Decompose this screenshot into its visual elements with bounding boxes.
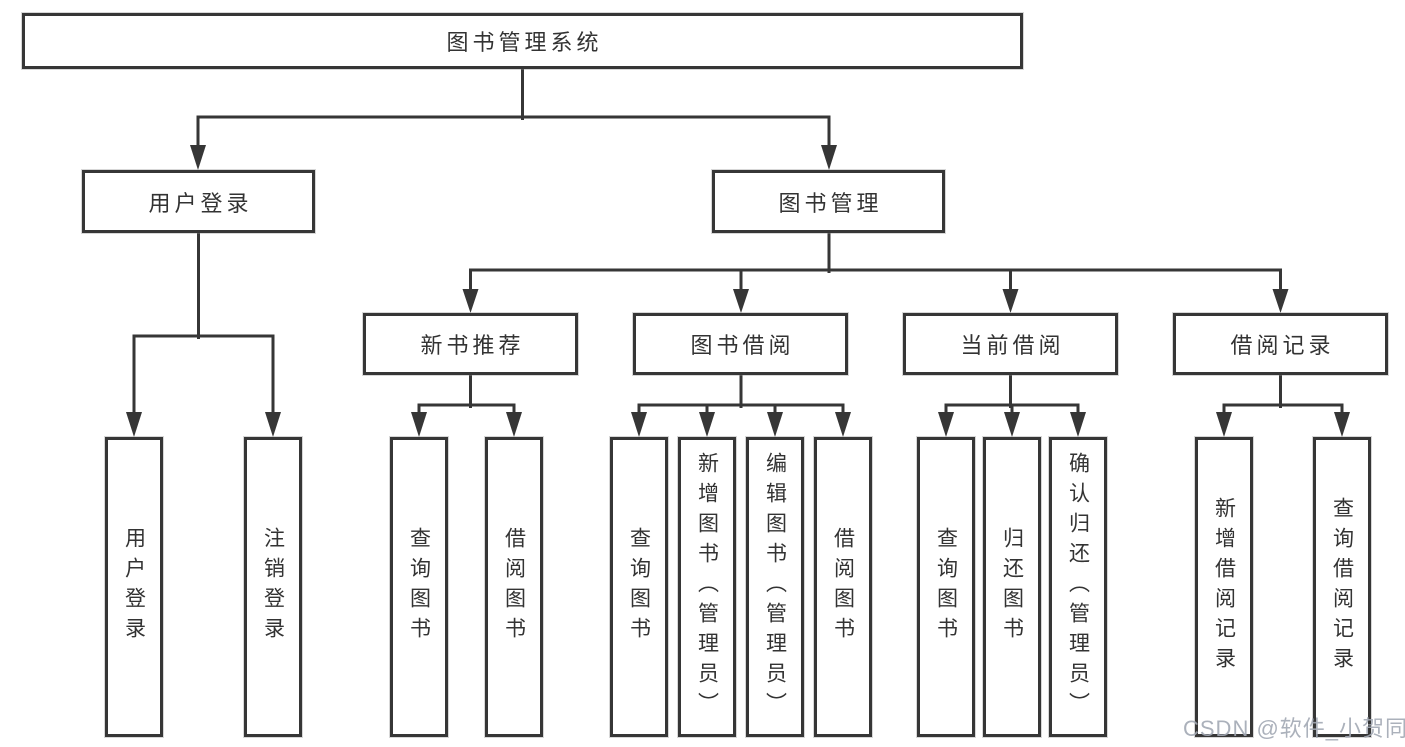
node-new-book-recommend: 新书推荐: [363, 313, 578, 375]
leaf-edit-book-admin: 编辑图书（管理员）: [746, 437, 804, 737]
node-current-borrow: 当前借阅: [903, 313, 1118, 375]
connector-book-borrow: [637, 373, 845, 416]
leaf-borrow-books-recommend: 借阅图书: [485, 437, 543, 737]
leaf-user-login: 用户登录: [105, 437, 163, 737]
leaf-search-books-recommend: 查询图书: [390, 437, 448, 737]
connector-borrow-records: [1222, 373, 1344, 416]
node-book-management: 图书管理: [712, 170, 945, 233]
csdn-watermark: CSDN @软件_小贺同学: [1183, 716, 1405, 741]
leaf-return-book: 归还图书: [983, 437, 1041, 737]
node-borrow-records: 借阅记录: [1173, 313, 1388, 375]
connector-new-book-recommend: [417, 373, 516, 416]
leaf-add-borrow-record: 新增借阅记录: [1195, 437, 1253, 737]
leaf-search-borrow-record: 查询借阅记录: [1313, 437, 1371, 737]
node-user-login: 用户登录: [82, 170, 315, 233]
leaf-search-books-current: 查询图书: [917, 437, 975, 737]
connector-root: [196, 67, 831, 149]
node-book-borrow: 图书借阅: [633, 313, 848, 375]
leaf-add-book-admin: 新增图书（管理员）: [678, 437, 736, 737]
connector-book-management: [469, 231, 1282, 293]
leaf-confirm-return-admin: 确认归还（管理员）: [1049, 437, 1107, 737]
node-root: 图书管理系统: [22, 13, 1023, 69]
connector-current-borrow: [944, 373, 1080, 416]
connector-user-login: [132, 231, 275, 416]
leaf-search-books-borrow: 查询图书: [610, 437, 668, 737]
leaf-borrow-books: 借阅图书: [814, 437, 872, 737]
leaf-logout: 注销登录: [244, 437, 302, 737]
